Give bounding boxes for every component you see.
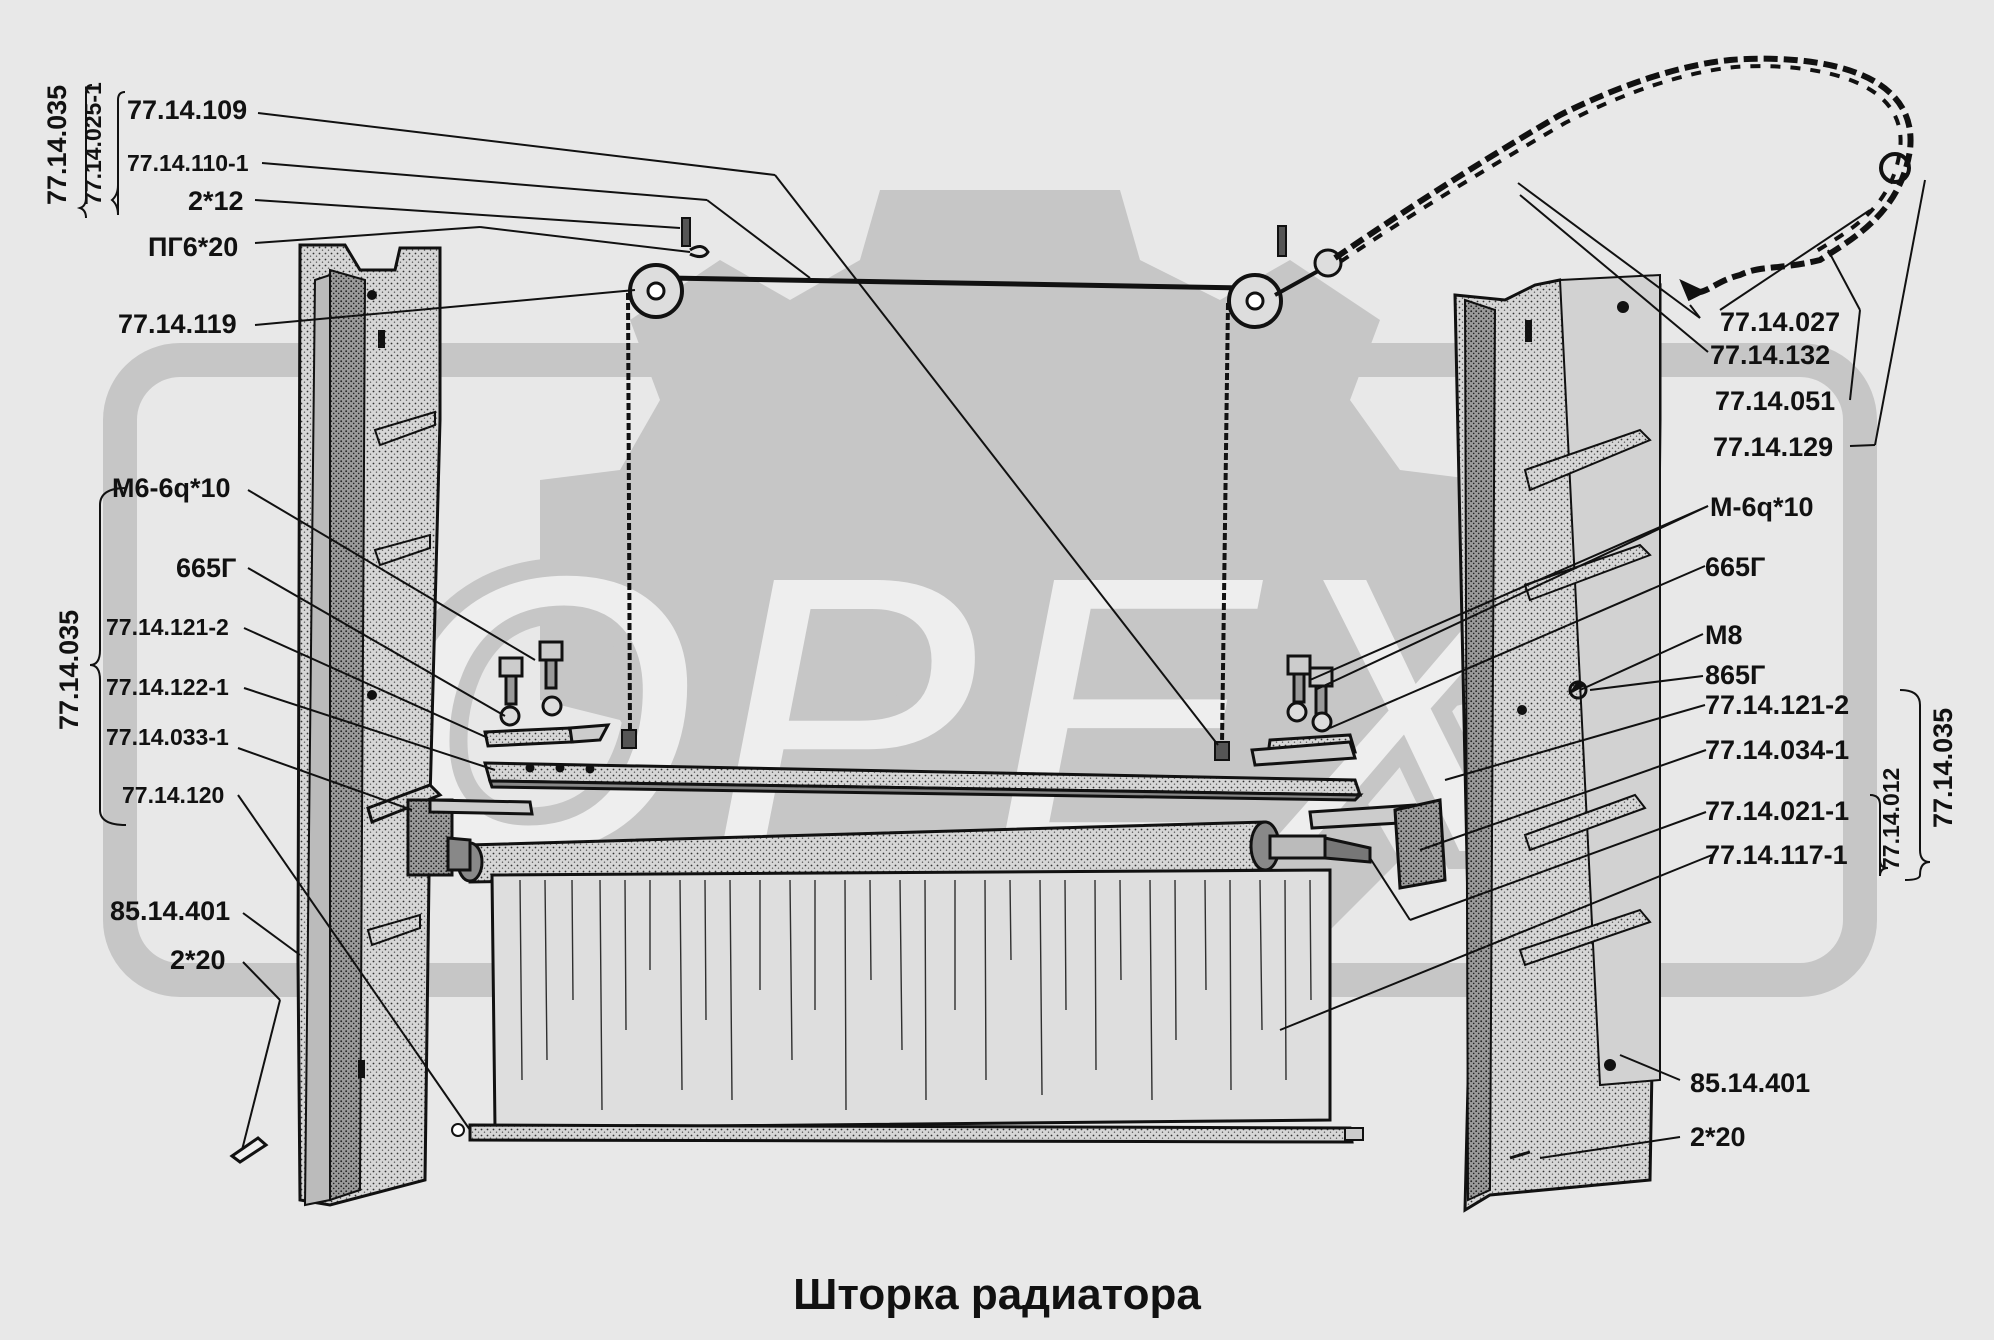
part-label-m8: М8 [1705,620,1743,650]
shutter-curtain [451,868,1364,1144]
left-bracket-hardware [483,640,611,748]
part-label-77-14-109: 77.14.109 [127,95,248,125]
watermark-gear-icon [540,190,1480,1010]
part-label-77-14-121-2-right: 77.14.121-2 [1705,690,1850,720]
diagram-title: Шторка радиатора [793,1270,1201,1319]
part-label-77-14-033-1: 77.14.033-1 [106,724,229,750]
part-label-m6-6q-10-left: М6-6q*10 [112,473,231,503]
part-label-77-14-117-1: 77.14.117-1 [1705,840,1848,870]
part-label-m6-6q-10-right: М-6q*10 [1710,492,1814,522]
group-label-77-14-035-right: 77.14.035 [1928,707,1958,828]
part-label-77-14-021-1: 77.14.021-1 [1705,796,1850,826]
part-label-pg6x20: ПГ6*20 [148,232,239,262]
group-brackets [76,84,1931,881]
part-label-85-14-401-right: 85.14.401 [1690,1068,1811,1098]
part-label-85-14-401-left: 85.14.401 [110,896,231,926]
part-label-77-14-027: 77.14.027 [1720,307,1841,337]
roller-brackets [366,783,1447,890]
pulley-cord-assembly [621,217,1343,761]
watermark-logo: OPEX [103,190,1877,1010]
part-label-77-14-129: 77.14.129 [1713,432,1834,462]
part-label-77-14-051: 77.14.051 [1715,386,1836,416]
right-bracket-hardware [1250,654,1357,767]
left-side-panel [296,243,442,1207]
part-label-665g-left: 665Г [176,553,237,583]
leader-lines [237,112,1926,1159]
watermark-text: OPEX [376,481,1565,950]
part-label-77-14-119: 77.14.119 [118,309,237,339]
group-label-77-14-035-left: 77.14.035 [54,609,84,730]
part-label-77-14-121-2-left: 77.14.121-2 [106,614,229,640]
part-label-77-14-122-1: 77.14.122-1 [106,674,229,700]
part-label-865g: 865Г [1705,660,1766,690]
part-label-665g-right: 665Г [1705,552,1766,582]
upper-shutter-bar [483,761,1364,802]
part-label-77-14-120: 77.14.120 [122,782,225,808]
part-label-77-14-110-1: 77.14.110-1 [127,150,249,176]
part-label-2x20-left: 2*20 [170,945,226,975]
group-label-77-14-035-top: 77.14.035 [42,84,72,205]
control-chain [1333,55,1914,302]
cotter-pins [229,1136,1531,1164]
part-label-2x12: 2*12 [188,186,244,216]
group-label-77-14-012: 77.14.012 [1878,767,1904,870]
part-label-77-14-132: 77.14.132 [1710,340,1831,370]
part-label-77-14-034-1: 77.14.034-1 [1705,735,1850,765]
part-label-2x20-right: 2*20 [1690,1122,1746,1152]
group-label-77-14-025-1: 77.14.025-1 [80,82,106,205]
right-side-panel [1453,273,1662,1213]
